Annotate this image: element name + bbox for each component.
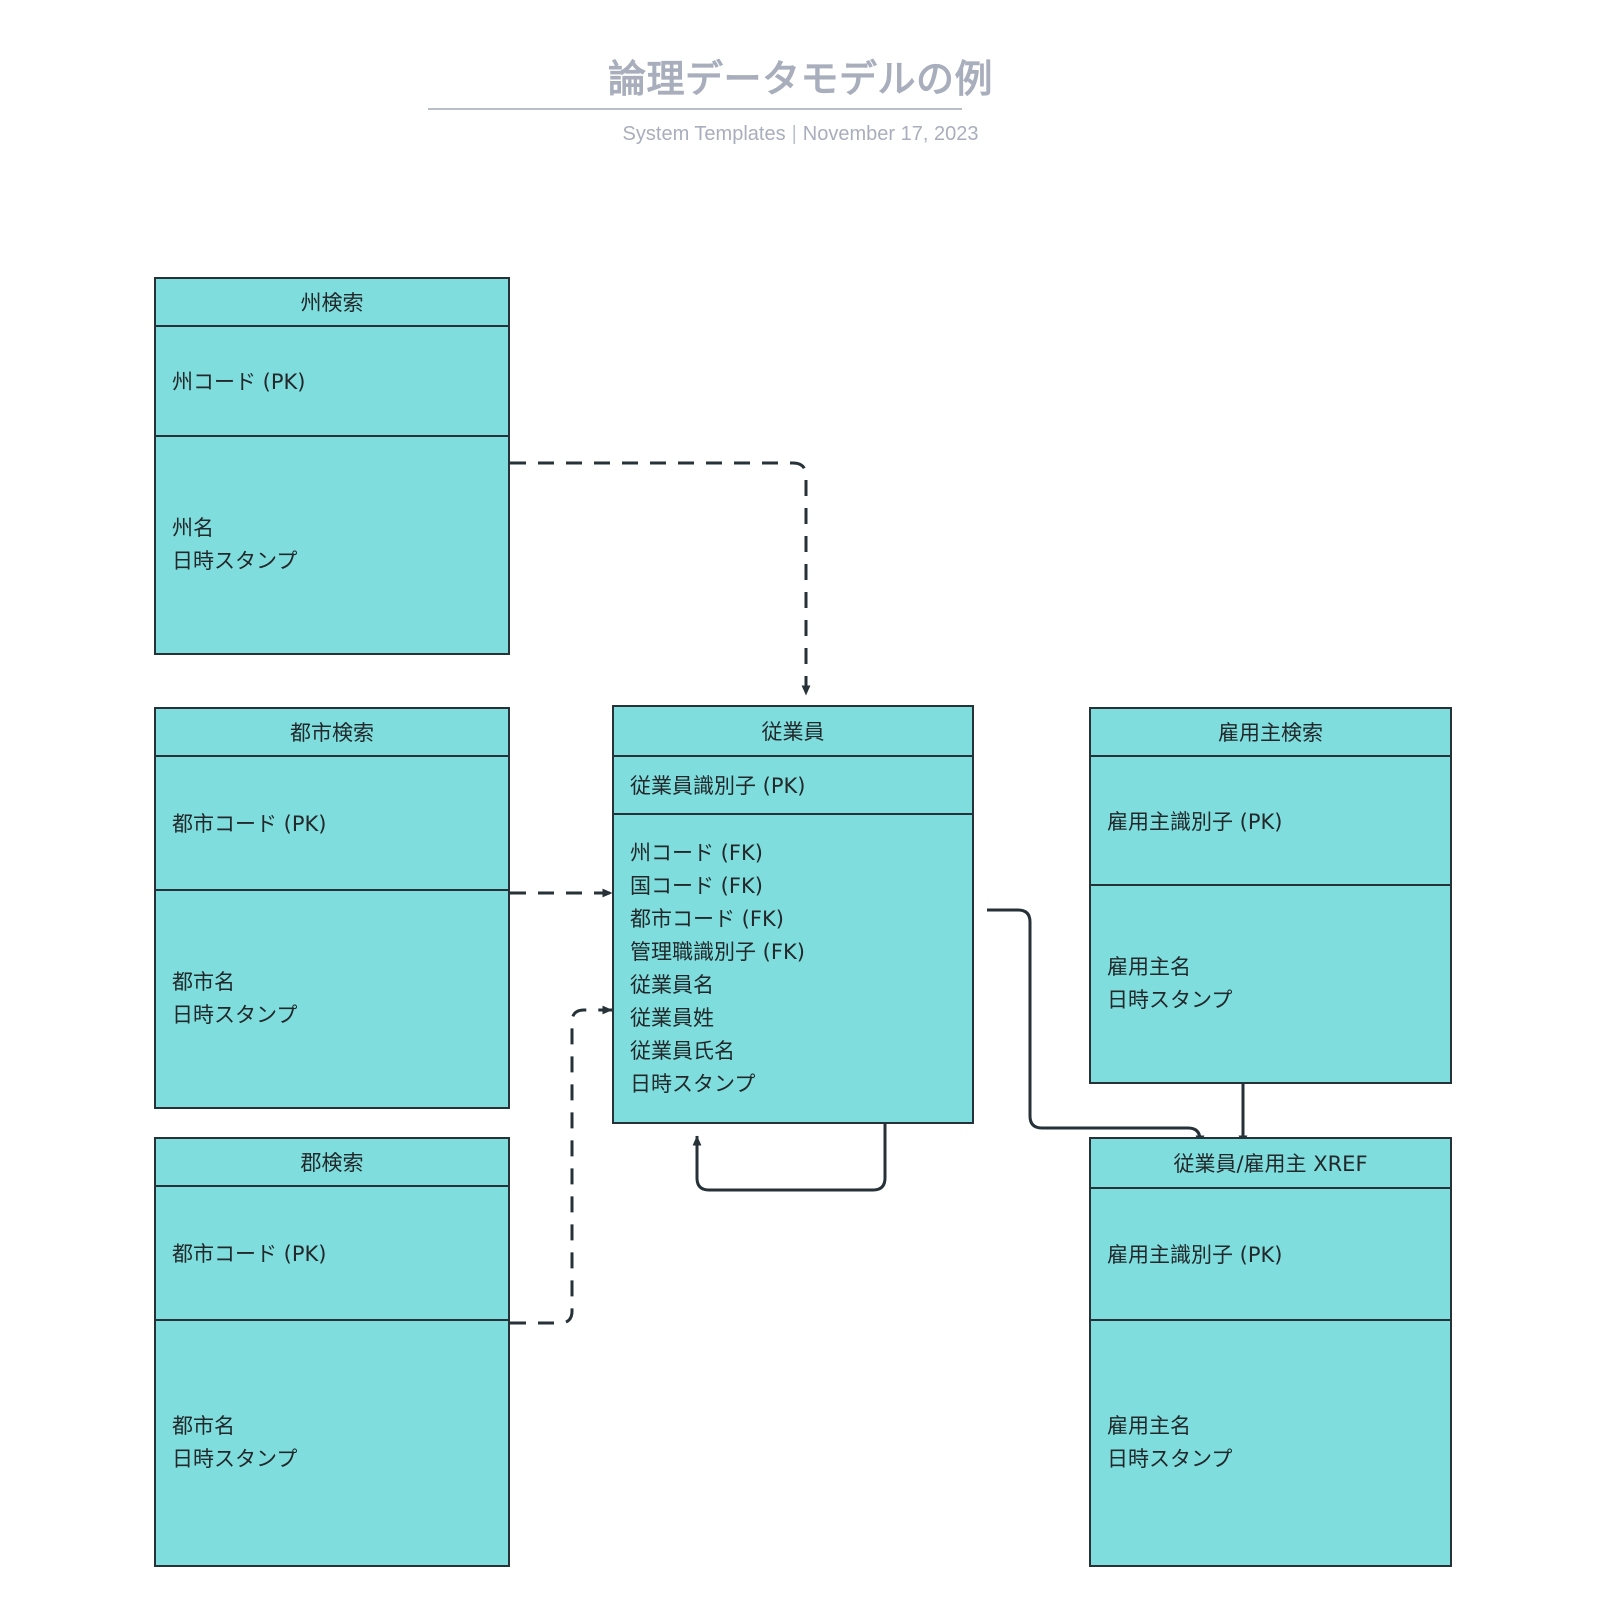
entity-primary-key: 都市コード (PK): [156, 757, 508, 891]
subtitle-source: System Templates: [622, 123, 786, 145]
entity-attributes: 州名 日時スタンプ: [156, 437, 508, 653]
attribute-item: 日時スタンプ: [1107, 1447, 1233, 1471]
page-header: 論理データモデルの例 System Templates|November 17,…: [0, 0, 1601, 180]
attribute-item: 都市名: [172, 970, 235, 994]
entity-title: 州検索: [156, 279, 508, 327]
page-title: 論理データモデルの例: [607, 57, 993, 101]
attribute-item: 従業員名: [630, 973, 714, 997]
connector-employee-self-reference: [692, 1124, 887, 1192]
attribute-item: 日時スタンプ: [172, 549, 298, 573]
attribute-item: 管理職識別子 (FK): [630, 940, 805, 964]
attribute-item: 都市名: [172, 1414, 235, 1438]
entity-city-lookup[interactable]: 都市検索 都市コード (PK) 都市名 日時スタンプ: [154, 707, 510, 1109]
entity-attributes: 都市名 日時スタンプ: [156, 1321, 508, 1565]
entity-primary-key: 都市コード (PK): [156, 1187, 508, 1321]
entity-primary-key: 州コード (PK): [156, 327, 508, 437]
entity-title: 雇用主検索: [1091, 709, 1450, 757]
attribute-item: 都市コード (FK): [630, 907, 784, 931]
attribute-item: 州名: [172, 516, 214, 540]
entity-state-lookup[interactable]: 州検索 州コード (PK) 州名 日時スタンプ: [154, 277, 510, 655]
attribute-item: 日時スタンプ: [1107, 988, 1233, 1012]
entity-attributes: 都市名 日時スタンプ: [156, 891, 508, 1107]
page-subtitle: System Templates|November 17, 2023: [0, 118, 1601, 150]
attribute-item: 日時スタンプ: [172, 1003, 298, 1027]
attribute-item: 日時スタンプ: [630, 1072, 756, 1096]
attribute-item: 州コード (FK): [630, 841, 763, 865]
title-divider: [428, 108, 962, 110]
subtitle-separator: |: [791, 123, 797, 145]
entity-employee-employer-xref[interactable]: 従業員/雇用主 XREF 雇用主識別子 (PK) 雇用主名 日時スタンプ: [1089, 1137, 1452, 1567]
entity-primary-key: 雇用主識別子 (PK): [1091, 757, 1450, 886]
entity-employer-lookup[interactable]: 雇用主検索 雇用主識別子 (PK) 雇用主名 日時スタンプ: [1089, 707, 1452, 1084]
entity-title: 従業員/雇用主 XREF: [1091, 1139, 1450, 1189]
entity-title: 従業員: [614, 707, 972, 757]
connector-state-to-employee: [510, 461, 811, 696]
attribute-item: 雇用主名: [1107, 955, 1191, 979]
entity-attributes: 州コード (FK) 国コード (FK) 都市コード (FK) 管理職識別子 (F…: [614, 815, 972, 1122]
attribute-item: 日時スタンプ: [172, 1447, 298, 1471]
subtitle-date: November 17, 2023: [802, 123, 979, 145]
attribute-item: 雇用主名: [1107, 1414, 1191, 1438]
entity-title: 都市検索: [156, 709, 508, 757]
attribute-item: 従業員氏名: [630, 1039, 735, 1063]
connector-county-to-employee: [510, 1005, 613, 1325]
attribute-item: 国コード (FK): [630, 874, 763, 898]
entity-attributes: 雇用主名 日時スタンプ: [1091, 1321, 1450, 1565]
entity-primary-key: 雇用主識別子 (PK): [1091, 1189, 1450, 1321]
entity-primary-key: 従業員識別子 (PK): [614, 757, 972, 815]
entity-county-lookup[interactable]: 郡検索 都市コード (PK) 都市名 日時スタンプ: [154, 1137, 510, 1567]
attribute-item: 従業員姓: [630, 1006, 714, 1030]
entity-attributes: 雇用主名 日時スタンプ: [1091, 886, 1450, 1082]
entity-title: 郡検索: [156, 1139, 508, 1187]
entity-employee[interactable]: 従業員 従業員識別子 (PK) 州コード (FK) 国コード (FK) 都市コー…: [612, 705, 974, 1124]
